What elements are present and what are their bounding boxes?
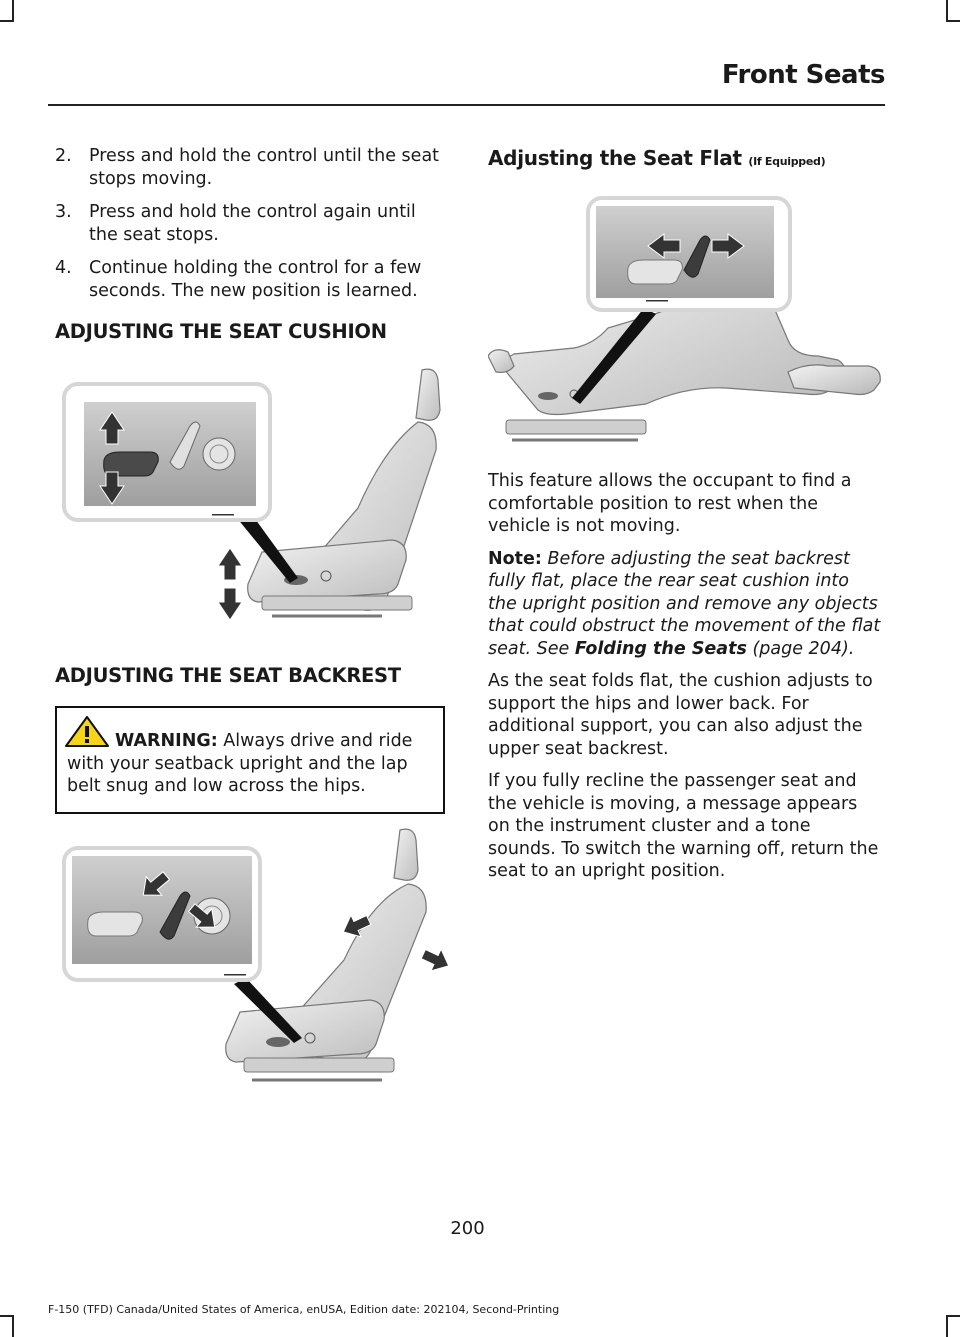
crop-mark bbox=[946, 1315, 948, 1337]
crop-mark bbox=[12, 0, 14, 22]
warning-triangle-icon bbox=[65, 716, 109, 747]
crop-mark bbox=[946, 0, 948, 22]
header-divider bbox=[48, 104, 885, 106]
crop-mark bbox=[0, 1315, 14, 1317]
note-page: (page 204). bbox=[746, 638, 855, 659]
steps-list: 2. Press and hold the control until the s… bbox=[55, 145, 447, 303]
crop-mark bbox=[0, 20, 14, 22]
paragraph: If you fully recline the passenger seat … bbox=[488, 771, 879, 881]
section-heading-backrest: ADJUSTING THE SEAT BACKREST bbox=[55, 664, 401, 687]
page-title: Front Seats bbox=[721, 60, 886, 90]
if-equipped-label: (If Equipped) bbox=[748, 155, 826, 168]
section-heading-cushion: ADJUSTING THE SEAT CUSHION bbox=[55, 320, 387, 343]
seat-flat-illustration bbox=[488, 196, 881, 442]
crop-mark bbox=[12, 1315, 14, 1337]
step-number: 4. bbox=[55, 258, 72, 278]
warning-label: WARNING: bbox=[115, 731, 218, 751]
seat-backrest-illustration bbox=[62, 828, 450, 1082]
crop-mark bbox=[946, 20, 960, 22]
step-number: 2. bbox=[55, 146, 72, 166]
edition-info: F-150 (TFD) Canada/United States of Amer… bbox=[48, 1303, 560, 1316]
paragraph: This feature allows the occupant to find… bbox=[488, 471, 852, 536]
section-heading-seat-flat: Adjusting the Seat Flat (If Equipped) bbox=[488, 146, 826, 170]
paragraph: As the seat folds flat, the cushion adju… bbox=[488, 671, 873, 759]
left-column: 2. Press and hold the control until the s… bbox=[55, 145, 447, 313]
list-item: 3. Press and hold the control again until… bbox=[55, 201, 447, 247]
list-item: 2. Press and hold the control until the s… bbox=[55, 145, 447, 191]
cross-reference-link[interactable]: Folding the Seats bbox=[574, 638, 747, 659]
warning-box: WARNING: Always drive and ride with your… bbox=[55, 706, 445, 814]
page-number: 200 bbox=[450, 1218, 485, 1239]
step-text: Press and hold the control until the sea… bbox=[89, 146, 440, 189]
note-label: Note: bbox=[488, 548, 542, 569]
right-column: This feature allows the occupant to find… bbox=[488, 470, 883, 893]
section-heading-text: Adjusting the Seat Flat bbox=[488, 146, 742, 170]
step-text: Press and hold the control again until t… bbox=[89, 202, 416, 245]
warning-text: Always drive and ride with your seatback… bbox=[67, 731, 413, 796]
step-text: Continue holding the control for a few s… bbox=[89, 258, 422, 301]
note-text: Before adjusting the seat backrest fully… bbox=[488, 548, 881, 659]
seat-cushion-illustration bbox=[62, 368, 441, 621]
crop-mark bbox=[946, 1315, 960, 1317]
note-paragraph: Note: Before adjusting the seat backrest… bbox=[488, 548, 883, 661]
list-item: 4. Continue holding the control for a few… bbox=[55, 257, 447, 303]
step-number: 3. bbox=[55, 202, 72, 222]
